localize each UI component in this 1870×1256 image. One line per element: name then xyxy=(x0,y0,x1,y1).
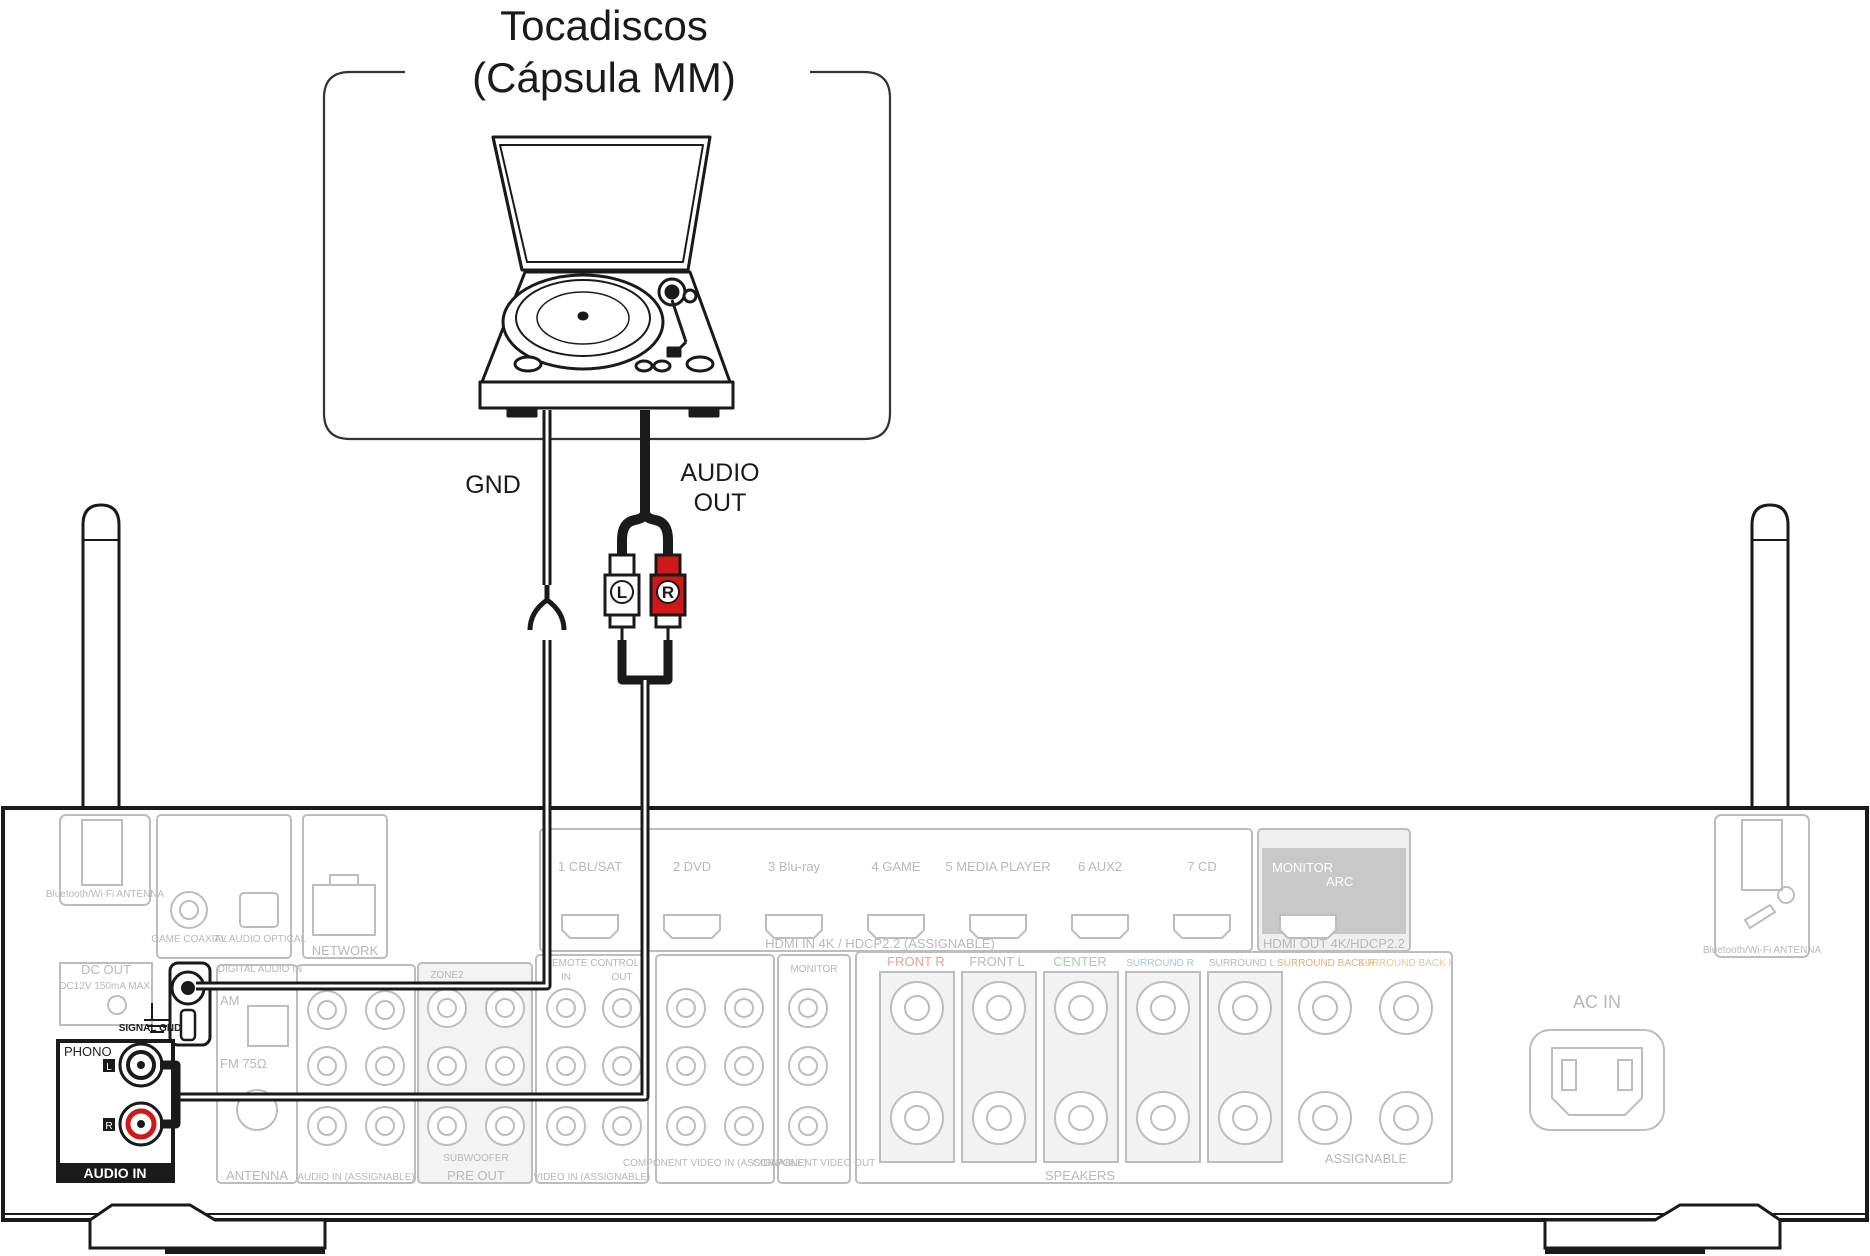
hdmi-in-3: 3 Blu-ray xyxy=(768,859,821,874)
hdmi-in-4: 4 GAME xyxy=(871,859,920,874)
speaker-front-l: FRONT L xyxy=(969,954,1024,969)
remote-in-label: IN xyxy=(561,972,571,983)
hdmi-in-2: 2 DVD xyxy=(673,859,711,874)
game-coaxial-label: GAME COAXIAL xyxy=(151,934,227,945)
pre-out-label: PRE OUT xyxy=(447,1168,505,1183)
monitor-label: MONITOR xyxy=(790,964,837,975)
hdmi-in-5: 5 MEDIA PLAYER xyxy=(945,859,1050,874)
hdmi-in-6: 6 AUX2 xyxy=(1078,859,1122,874)
phono-input-block[interactable]: AUDIO IN PHONO L R xyxy=(56,1039,175,1183)
gnd-label: GND xyxy=(465,471,521,499)
assignable-label: ASSIGNABLE xyxy=(1325,1151,1408,1166)
hdmi-input-labels: 1 CBL/SAT 2 DVD 3 Blu-ray 4 GAME 5 MEDIA… xyxy=(558,859,1217,874)
speaker-surround-back-l: SURROUND BACK L xyxy=(1358,958,1455,969)
hdmi-in-1: 1 CBL/SAT xyxy=(558,859,622,874)
rca-plug-left: L xyxy=(603,553,641,640)
digital-audio-in-label: DIGITAL AUDIO IN xyxy=(218,964,302,975)
antenna-label: ANTENNA xyxy=(226,1168,288,1183)
device-frame xyxy=(322,70,892,441)
am-label: AM xyxy=(220,993,240,1008)
zone2-label: ZONE2 xyxy=(430,970,464,981)
gnd-cable xyxy=(196,410,567,991)
audio-cable xyxy=(617,410,673,555)
right-antenna xyxy=(1750,503,1790,822)
bt-antenna-left-label: Bluetooth/Wi-Fi ANTENNA xyxy=(46,889,165,900)
speaker-surround-back-r: SURROUND BACK R xyxy=(1277,958,1375,969)
bt-antenna-right-label: Bluetooth/Wi-Fi ANTENNA xyxy=(1703,945,1822,956)
device-title-line1: Tocadiscos xyxy=(500,2,708,49)
rca-plug-right: R xyxy=(649,553,687,640)
fm-label: FM 75Ω xyxy=(220,1056,267,1071)
tv-optical-label: TV AUDIO OPTICAL xyxy=(214,934,307,945)
audio-in-label: AUDIO IN xyxy=(84,1165,147,1181)
speaker-channel-labels: FRONT R FRONT L CENTER SURROUND R SURROU… xyxy=(887,954,1454,969)
speaker-front-r: FRONT R xyxy=(887,954,945,969)
dc-out-spec-label: DC12V 150mA MAX. xyxy=(59,981,152,992)
component-video-in-label: COMPONENT VIDEO IN (ASSIGNABLE) xyxy=(623,1158,807,1169)
hdmi-in-7: 7 CD xyxy=(1187,859,1217,874)
rear-panel: Bluetooth/Wi-Fi ANTENNA GAME COAXIAL TV … xyxy=(46,814,1822,1184)
hdmi-in-label: HDMI IN 4K / HDCP2.2 (ASSIGNABLE) xyxy=(765,936,995,951)
video-in-assignable-label: VIDEO IN (ASSIGNABLE) xyxy=(534,1172,651,1183)
remote-out-label: OUT xyxy=(611,972,632,983)
plug-right-label: R xyxy=(662,583,674,602)
phono-r-label: R xyxy=(105,1121,112,1132)
device-title-line2: (Cápsula MM) xyxy=(472,54,736,101)
audio-out-label-line1: AUDIO xyxy=(680,459,759,487)
hdmi-out-label: HDMI OUT 4K/HDCP2.2 xyxy=(1263,936,1405,951)
phono-label: PHONO xyxy=(64,1044,112,1059)
turntable-icon xyxy=(478,135,735,418)
ac-in-label: AC IN xyxy=(1573,992,1621,1012)
speaker-surround-r: SURROUND R xyxy=(1126,958,1194,969)
network-label: NETWORK xyxy=(312,943,379,958)
component-video-out-label: COMPONENT VIDEO OUT xyxy=(753,1158,876,1169)
phono-l-label: L xyxy=(106,1062,112,1073)
audio-in-assignable-label: AUDIO IN (ASSIGNABLE) xyxy=(297,1172,414,1183)
dc-out-label: DC OUT xyxy=(81,962,131,977)
subwoofer-label: SUBWOOFER xyxy=(443,1153,509,1164)
speaker-surround-l: SURROUND L xyxy=(1209,958,1276,969)
phono-l-jack[interactable] xyxy=(118,1042,164,1088)
turntable-device: Tocadiscos (Cápsula MM) xyxy=(322,2,892,441)
remote-control-label: REMOTE CONTROL xyxy=(545,958,640,969)
left-antenna xyxy=(81,503,121,822)
audio-out-label-line2: OUT xyxy=(694,489,747,517)
plug-left-label: L xyxy=(617,583,627,602)
phono-r-jack[interactable] xyxy=(118,1101,164,1147)
signal-gnd-label: SIGNAL GND xyxy=(119,1023,182,1034)
audio-cable-receiver-side xyxy=(160,640,673,1129)
hdmi-arc-label: ARC xyxy=(1326,874,1353,889)
speakers-label: SPEAKERS xyxy=(1045,1168,1115,1183)
hdmi-monitor-label: MONITOR xyxy=(1272,860,1333,875)
speaker-center: CENTER xyxy=(1053,954,1106,969)
